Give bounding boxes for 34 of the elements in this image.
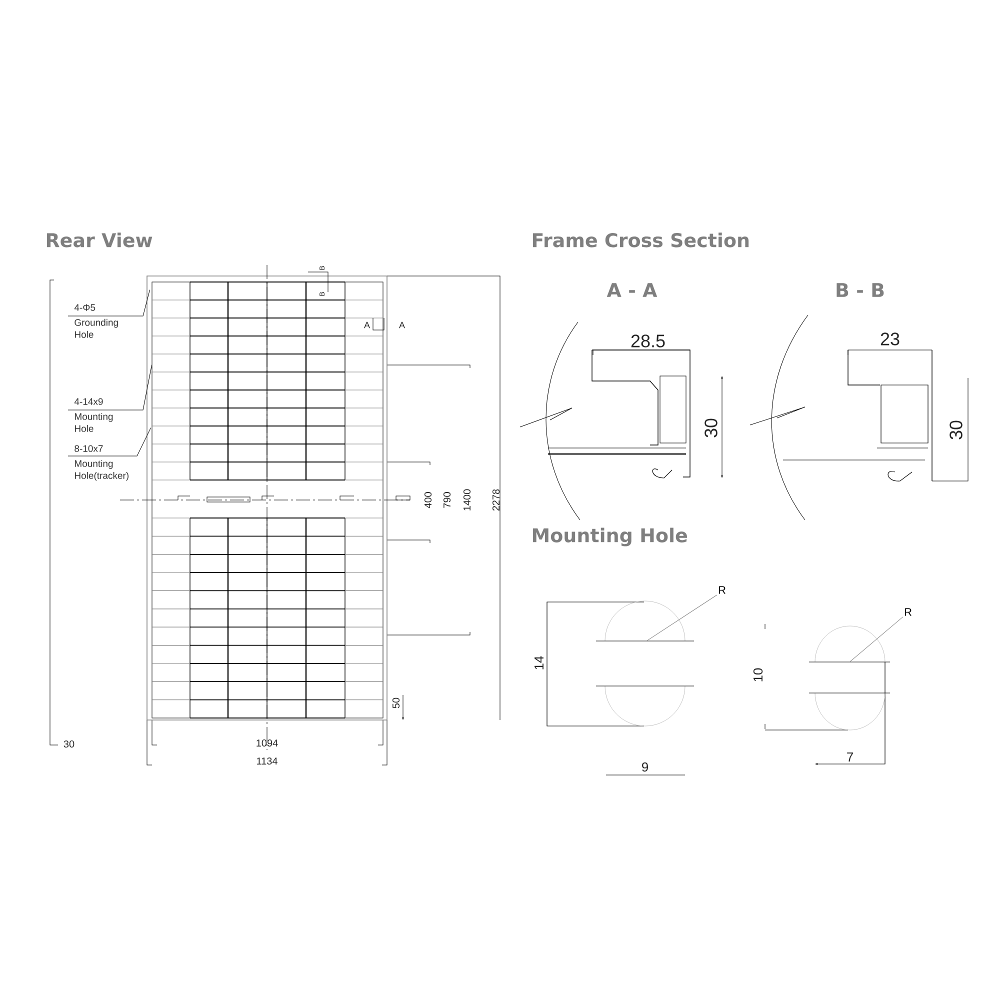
- callout-label: R: [718, 586, 726, 594]
- dimension-label: 1134: [257, 757, 278, 765]
- callout-label: 8-10x7 Mounting Hole(tracker): [74, 445, 128, 481]
- dimension-label: 400: [424, 492, 432, 508]
- dimension-label: 30: [64, 740, 74, 748]
- section-marker: A: [364, 322, 370, 328]
- dimension-label: 28.5: [631, 334, 665, 348]
- leader-line: [68, 290, 150, 316]
- callout-label: 4-Φ5 Grounding Hole: [74, 304, 118, 338]
- mounting-hole-drawing: [808, 626, 890, 730]
- dimension-label: 30: [704, 418, 718, 438]
- dimension-label: 9: [642, 762, 648, 772]
- leader-line: [68, 364, 152, 410]
- heading: Frame Cross Section: [532, 232, 749, 248]
- dimension-label: 790: [443, 492, 451, 508]
- leader-line: [68, 428, 152, 456]
- leader-line: [646, 594, 718, 642]
- callout-label: 4-14x9 Mounting Hole: [74, 398, 113, 432]
- dimension-label: 7: [847, 752, 853, 762]
- section-heading: A - A: [606, 283, 658, 297]
- section-heading: B - B: [836, 283, 884, 297]
- dimension-label: 2278: [492, 489, 500, 511]
- callout-label: R: [904, 608, 912, 616]
- dimension-label: 1094: [256, 739, 278, 747]
- heading: Mounting Hole: [532, 528, 687, 546]
- dimension-label: 30: [950, 420, 962, 440]
- mounting-hole-drawing: [596, 600, 694, 726]
- dimension-label: 10: [753, 668, 763, 682]
- dimension-label: 1400: [463, 489, 471, 510]
- heading: Rear View: [46, 232, 152, 248]
- dimension-label: 14: [534, 656, 544, 670]
- section-marker: A: [399, 322, 405, 328]
- dimension-label: 23: [880, 332, 900, 346]
- leader-line: [850, 616, 904, 662]
